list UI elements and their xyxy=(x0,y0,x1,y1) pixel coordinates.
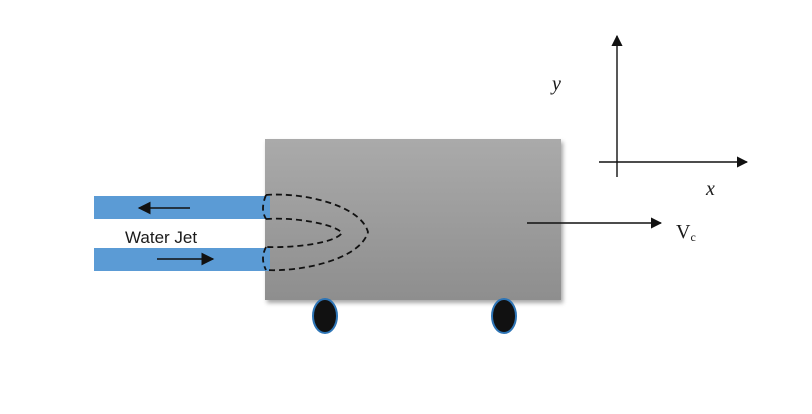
flow-path-outer xyxy=(265,193,369,272)
velocity-label: Vc xyxy=(676,221,696,244)
velocity-subscript: c xyxy=(690,230,695,244)
water-jet-label: Water Jet xyxy=(125,228,197,247)
flow-entry-curve xyxy=(262,194,267,271)
y-axis-label: y xyxy=(550,73,561,95)
front-wheel xyxy=(312,298,338,334)
rear-wheel xyxy=(491,298,517,334)
x-axis-label: x xyxy=(705,178,715,200)
cart-body xyxy=(265,139,561,300)
velocity-symbol: V xyxy=(676,221,691,243)
